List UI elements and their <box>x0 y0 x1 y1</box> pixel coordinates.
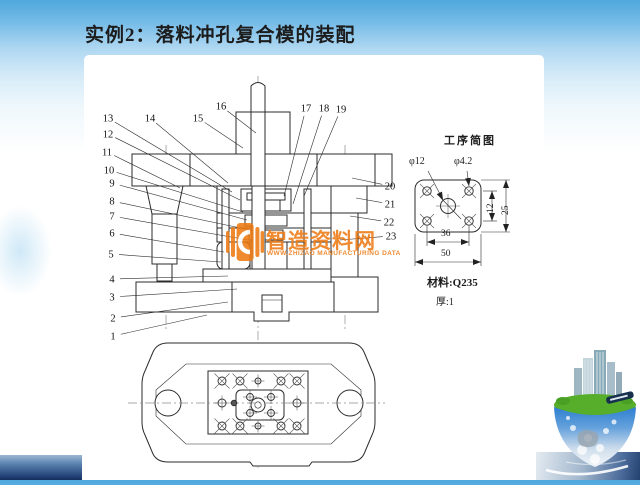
leader-line <box>119 288 238 297</box>
leader-line <box>119 234 225 253</box>
part-label: 16 <box>216 102 227 113</box>
plan-view <box>128 342 385 467</box>
part-label: 7 <box>109 212 114 223</box>
leader-line <box>339 236 384 241</box>
left-guide-pillar <box>151 213 178 265</box>
watermark-logo-icon <box>226 223 264 261</box>
dim-width-outer: 50 <box>441 249 451 259</box>
dim-center-hole: φ12 <box>409 156 425 167</box>
leader-line <box>355 197 383 203</box>
knockout-rod <box>250 82 266 113</box>
dim-height-outer: 25 <box>501 205 511 216</box>
leader-line <box>283 115 305 197</box>
process-sketch <box>414 170 510 266</box>
leader-line <box>227 110 257 134</box>
page-title: 实例2：落料冲孔复合模的装配 <box>85 25 356 46</box>
thickness-spec: 厚:1 <box>436 297 454 308</box>
leader-line <box>118 254 222 263</box>
leader-line <box>155 122 229 184</box>
part-label: 21 <box>385 200 396 211</box>
part-label: 3 <box>109 293 114 304</box>
background-cloud <box>0 205 52 297</box>
watermark-brand: 智造资料网 <box>266 230 376 253</box>
dim-corner-hole: φ4.2 <box>454 156 473 167</box>
lower-die-plate <box>202 268 332 283</box>
leader-line <box>116 172 244 213</box>
leader-line <box>114 155 181 189</box>
hole-tick <box>232 373 248 389</box>
leader-line <box>119 275 229 280</box>
hole-tick <box>214 418 230 434</box>
part-label: 11 <box>102 148 112 159</box>
leader-line <box>303 116 339 197</box>
hole-tick <box>289 373 305 389</box>
part-label: 9 <box>109 179 114 190</box>
part-label: 15 <box>193 114 204 125</box>
right-bolt <box>303 188 312 270</box>
screw-holes <box>214 373 305 434</box>
hole-tick <box>232 418 248 434</box>
leader-line <box>114 121 233 193</box>
left-bolt <box>221 188 230 270</box>
hole-tick <box>214 373 230 389</box>
left-guide-bushing <box>131 153 191 187</box>
punch-rod <box>250 111 266 187</box>
leader-line <box>115 137 241 201</box>
hole-tick <box>273 373 289 389</box>
phi12-leader <box>427 170 444 201</box>
part-label: 6 <box>109 229 114 240</box>
center-hole <box>250 397 266 413</box>
part-label: 1 <box>110 332 115 343</box>
leader-line <box>119 184 248 221</box>
hole-tick <box>273 418 289 434</box>
backing-window <box>244 214 288 227</box>
part-label: 23 <box>386 232 397 243</box>
left-pillar-foot <box>156 263 173 282</box>
screw-hole <box>230 399 238 407</box>
center-screw <box>261 294 283 313</box>
watermark-tagline: WWW.ZHIZAO MANUFACTURING DATA <box>267 250 401 257</box>
material-spec: 材料:Q235 <box>427 277 478 289</box>
part-label: 12 <box>103 130 114 141</box>
hole-tick <box>289 418 305 434</box>
hole-tick <box>419 183 435 199</box>
part-label: 19 <box>336 105 347 116</box>
left-pillar-cone <box>145 185 184 215</box>
phi42-leader <box>464 170 471 187</box>
hole-tick <box>419 213 435 229</box>
globe-decoration <box>538 338 640 480</box>
part-label: 10 <box>104 166 115 177</box>
part-label: 14 <box>145 114 156 125</box>
cross-section-view <box>131 82 393 322</box>
leader-line <box>351 177 383 185</box>
dim-height-inner: 12 <box>486 203 496 214</box>
leader-line <box>120 314 208 335</box>
sea-decoration-left <box>0 455 82 480</box>
buildings-icon <box>574 350 622 406</box>
part-corner-holes <box>419 183 477 229</box>
part-label: 5 <box>108 250 113 261</box>
lower-holder-hatch <box>135 281 233 313</box>
part-label: 2 <box>110 314 115 325</box>
leader-line <box>119 202 251 231</box>
part-label: 20 <box>385 182 396 193</box>
part-label: 22 <box>384 218 395 229</box>
part-label: 8 <box>109 197 114 208</box>
hole-tick <box>461 183 477 199</box>
center-hole-inner <box>254 401 262 409</box>
part-label: 4 <box>109 275 115 286</box>
hole-tick <box>461 213 477 229</box>
right-guide-pillar <box>330 212 359 278</box>
dim-width-inner: 36 <box>441 229 451 239</box>
part-label: 13 <box>103 114 114 125</box>
part-label: 18 <box>319 104 330 115</box>
leader-line <box>349 215 382 222</box>
watermark: 智造资料网 WWW.ZHIZAO MANUFACTURING DATA <box>226 222 406 264</box>
part-label: 17 <box>301 104 312 115</box>
leader-line <box>204 122 244 149</box>
process-sketch-title: 工序简图 <box>444 135 496 147</box>
leader-line <box>292 115 322 205</box>
leader-line <box>120 301 229 318</box>
